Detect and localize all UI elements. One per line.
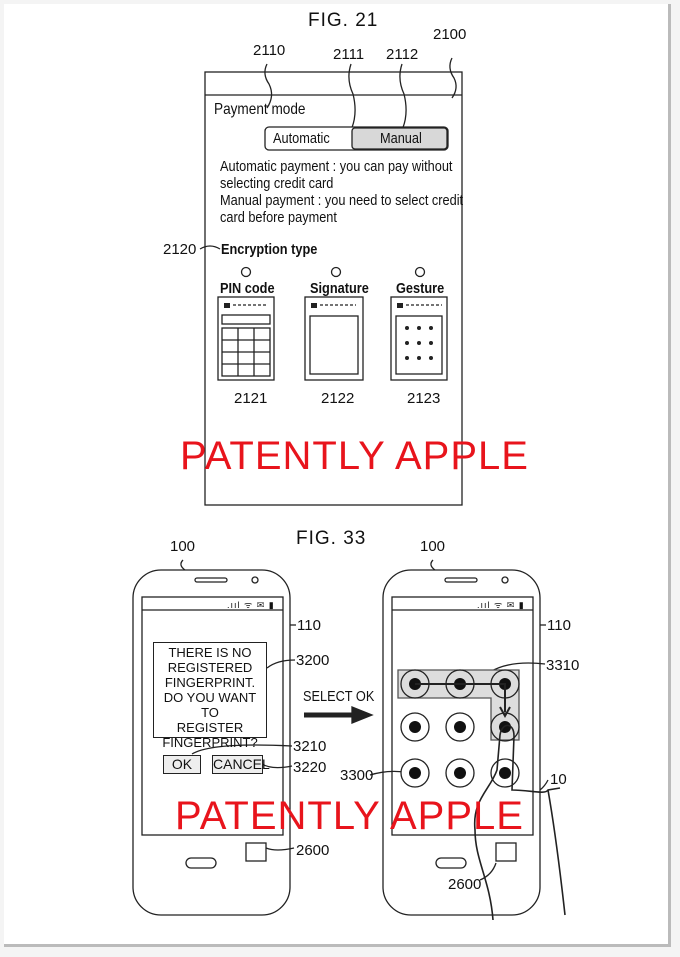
ref-2100: 2100 xyxy=(433,26,467,43)
desc-line: card before payment xyxy=(220,209,337,226)
ref-3310: 3310 xyxy=(546,657,580,674)
payment-mode-label: Payment mode xyxy=(214,101,306,118)
ref-100-right: 100 xyxy=(420,538,446,555)
toggle-automatic[interactable]: Automatic xyxy=(273,130,330,147)
dialog-line: DO YOU WANT TO xyxy=(163,690,257,720)
pin-keypad xyxy=(221,327,271,377)
leader-2100 xyxy=(449,57,457,99)
status-bar-icons-right: .ııl ᯤ ✉ ▮ xyxy=(477,600,525,610)
ref-2600-left: 2600 xyxy=(296,842,330,859)
dialog-line: FINGERPRINT? xyxy=(162,735,258,750)
signature-preview xyxy=(304,296,364,381)
fig33-title: FIG. 33 xyxy=(296,528,367,549)
option-signature[interactable]: Signature xyxy=(310,280,369,297)
desc-line: Automatic payment : you can pay without xyxy=(220,158,453,175)
sensor-2600-right xyxy=(495,842,517,862)
leader-2110 xyxy=(264,63,273,109)
status-bar-icons-left: .ııl ᯤ ✉ ▮ xyxy=(227,600,275,610)
ref-2110: 2110 xyxy=(253,42,286,59)
ref-110-left: 110 xyxy=(297,617,321,634)
ref-110-right: 110 xyxy=(547,617,571,634)
ref-3300: 3300 xyxy=(340,767,374,784)
toggle-manual[interactable]: Manual xyxy=(380,130,422,147)
gesture-dots xyxy=(405,326,433,360)
home-button-right xyxy=(435,857,467,869)
desc-line: selecting credit card xyxy=(220,175,334,192)
encryption-type-label: Encryption type xyxy=(221,241,318,258)
ref-3200: 3200 xyxy=(296,652,330,669)
sensor-2600-left xyxy=(245,842,267,862)
finger-10 xyxy=(473,724,566,921)
select-ok-label: SELECT OK xyxy=(303,688,375,705)
dialog-line: FINGERPRINT. xyxy=(164,675,256,690)
home-button-left xyxy=(185,857,217,869)
dialog-no-fingerprint: THERE IS NO REGISTERED FINGERPRINT. DO Y… xyxy=(153,642,267,750)
toggle-manual-fill xyxy=(351,127,448,150)
watermark-2: PATENTLY APPLE xyxy=(175,794,524,838)
dialog-line: REGISTER xyxy=(176,720,244,735)
ref-2112: 2112 xyxy=(386,46,419,63)
desc-line: Manual payment : you need to select cred… xyxy=(220,192,464,209)
dialog-line: THERE IS NO xyxy=(168,645,252,660)
ref-2120: 2120 xyxy=(163,241,197,258)
ref-2123: 2123 xyxy=(407,390,441,407)
ref-100-left: 100 xyxy=(170,538,196,555)
radio-signature xyxy=(330,266,342,278)
dialog-line: REGISTERED xyxy=(167,660,253,675)
ref-3220: 3220 xyxy=(293,759,327,776)
radio-gesture xyxy=(414,266,426,278)
cancel-button[interactable]: CANCEL xyxy=(212,755,270,774)
ok-button[interactable]: OK xyxy=(163,755,201,774)
ref-2121: 2121 xyxy=(234,390,268,407)
gesture-preview xyxy=(390,296,448,381)
leader-2111 xyxy=(348,63,356,131)
payment-description: Automatic payment : you can pay without … xyxy=(220,158,463,226)
ref-10: 10 xyxy=(550,771,567,788)
leader-2112 xyxy=(399,63,407,131)
ref-2122: 2122 xyxy=(321,390,355,407)
ref-3210: 3210 xyxy=(293,738,327,755)
fig21-title: FIG. 21 xyxy=(308,10,379,31)
option-gesture[interactable]: Gesture xyxy=(396,280,445,297)
ref-2600-right: 2600 xyxy=(448,876,482,893)
ref-2111: 2111 xyxy=(333,46,365,63)
option-pin-code[interactable]: PIN code xyxy=(220,280,275,297)
pin-preview xyxy=(217,296,275,381)
radio-pin xyxy=(240,266,252,278)
watermark: PATENTLY APPLE xyxy=(180,434,529,478)
